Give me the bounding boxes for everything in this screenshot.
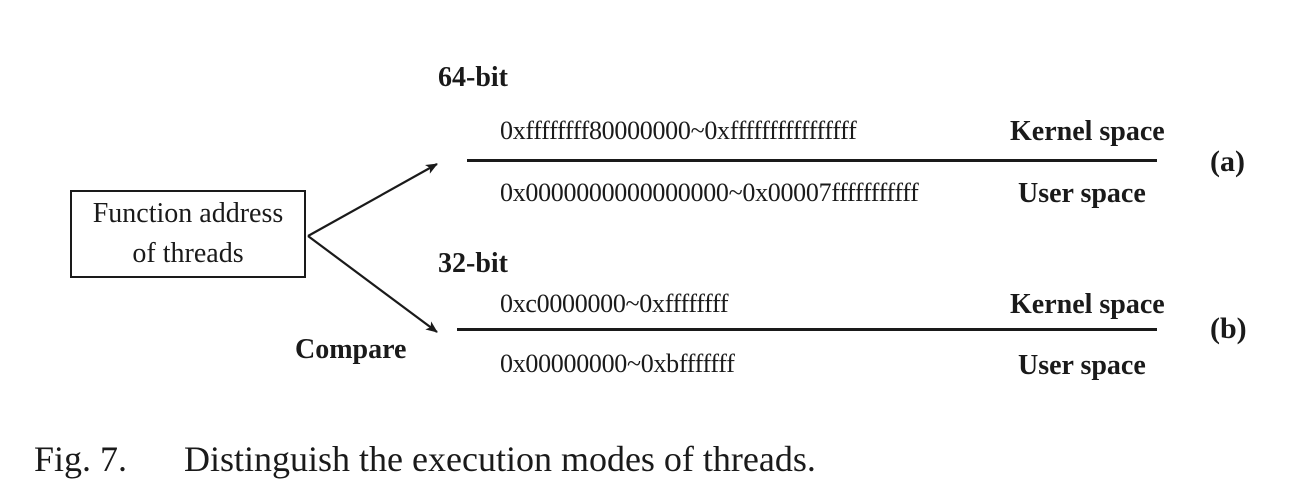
source-box-line1: Function address bbox=[92, 198, 284, 229]
compare-label: Compare bbox=[295, 334, 407, 365]
source-box: Function address of threads bbox=[70, 190, 306, 278]
kernel-range-32bit: 0xc0000000~0xffffffff bbox=[500, 289, 729, 318]
user-range-64bit: 0x0000000000000000~0x00007fffffffffff bbox=[500, 178, 919, 207]
divider-64bit bbox=[467, 159, 1157, 162]
kernel-space-label-64bit: Kernel space bbox=[1010, 116, 1165, 147]
arrow-to-64bit bbox=[307, 163, 438, 237]
caption-text: Distinguish the execution modes of threa… bbox=[184, 439, 816, 479]
heading-32bit: 32-bit bbox=[438, 248, 508, 279]
source-box-line2: of threads bbox=[132, 238, 244, 269]
user-range-32bit: 0x00000000~0xbfffffff bbox=[500, 349, 735, 378]
kernel-range-64bit: 0xffffffff80000000~0xffffffffffffffff bbox=[500, 116, 857, 145]
divider-32bit bbox=[457, 328, 1157, 331]
user-space-label-64bit: User space bbox=[1018, 178, 1146, 209]
kernel-space-label-32bit: Kernel space bbox=[1010, 289, 1165, 320]
caption-number: Fig. 7. bbox=[34, 439, 128, 479]
tag-a: (a) bbox=[1210, 145, 1245, 178]
tag-b: (b) bbox=[1210, 312, 1247, 345]
user-space-label-32bit: User space bbox=[1018, 350, 1146, 381]
heading-64bit: 64-bit bbox=[438, 62, 508, 93]
arrow-to-32bit bbox=[307, 235, 438, 333]
